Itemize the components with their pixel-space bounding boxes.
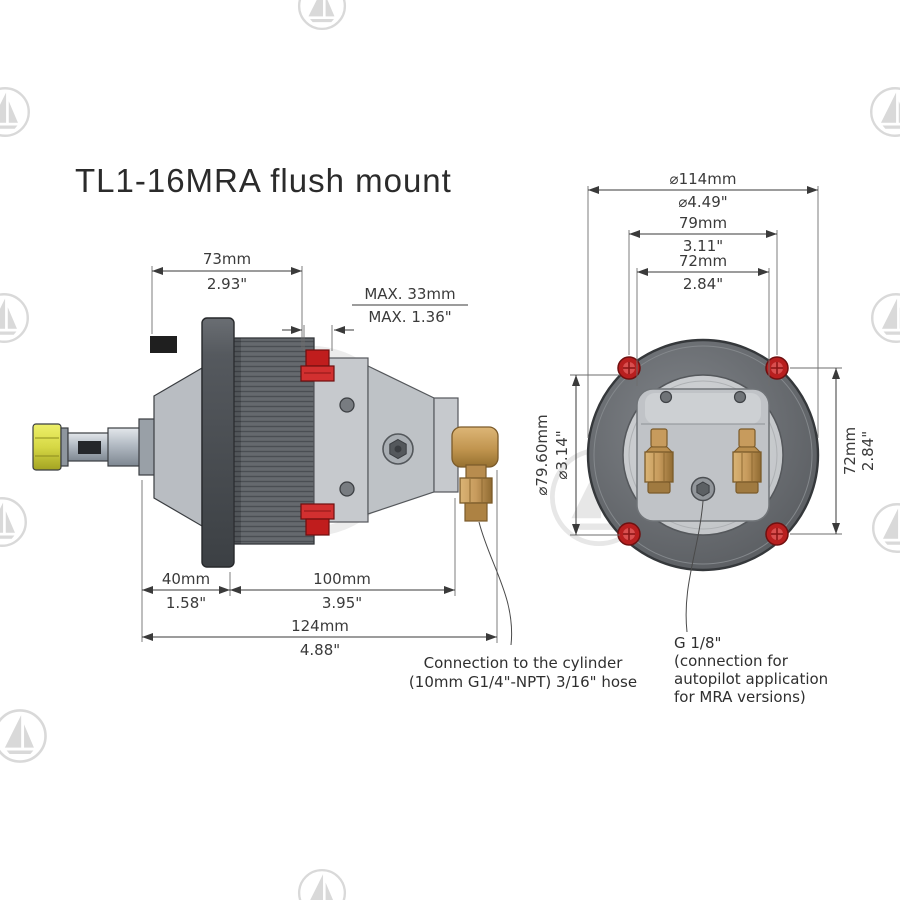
watermark-logo <box>0 87 30 137</box>
cylinder-connection-note: Connection to the cylinder (10mm G1/4"-N… <box>409 521 637 691</box>
dim-73mm: 73mm 2.93" <box>151 250 303 348</box>
shaft-collar <box>138 418 156 476</box>
watermark-logo <box>871 293 900 343</box>
dim-7960mm-metric: ⌀79.60mm <box>533 414 551 495</box>
watermark-logo <box>297 868 347 900</box>
cylinder-note-line2: (10mm G1/4"-NPT) 3/16" hose <box>409 673 637 691</box>
rear-screw-left <box>659 390 673 404</box>
watermark-logo <box>0 293 29 343</box>
dim-100mm-metric: 100mm <box>313 570 371 588</box>
cylinder-note-leader <box>478 521 513 646</box>
watermark-logo <box>872 503 900 553</box>
helm-side-drawing <box>32 317 499 568</box>
pump-body-shade <box>234 338 241 544</box>
dim-124mm: 124mm 4.88" <box>142 470 498 659</box>
brass-port-left <box>644 428 674 494</box>
dim-72mm-top-metric: 72mm <box>679 252 727 270</box>
dim-72mm-right: 72mm 2.84" <box>790 367 877 535</box>
red-screw-top-right <box>765 356 789 380</box>
cylinder-note-line1: Connection to the cylinder <box>424 654 624 672</box>
rear-body-top-band <box>645 393 761 424</box>
dim-100mm: 100mm 3.95" <box>230 498 456 612</box>
dim-72mm-top: 72mm 2.84" <box>636 252 770 386</box>
autopilot-note: G 1/8" (connection for autopilot applica… <box>674 500 828 706</box>
front-view: ⌀114mm ⌀4.49" 79mm 3.11" 72mm 2.84" ⌀79.… <box>533 170 877 706</box>
housing-screw-bottom <box>339 481 355 497</box>
dim-124mm-metric: 124mm <box>291 617 349 635</box>
shaft-keyway <box>78 441 101 454</box>
center-hex-port <box>690 476 716 502</box>
dim-100mm-imperial: 3.95" <box>322 594 362 612</box>
red-fitting-bottom <box>300 503 335 536</box>
watermark-logo <box>870 87 900 137</box>
dim-40mm: 40mm 1.58" <box>141 480 231 642</box>
bezel-cone <box>153 366 203 528</box>
brass-port-right <box>732 428 762 494</box>
dim-40mm-imperial: 1.58" <box>166 594 206 612</box>
red-fitting-top <box>300 349 335 382</box>
helm-front-drawing <box>586 338 820 572</box>
autopilot-note-line1: G 1/8" <box>674 634 721 652</box>
red-screw-bottom-left <box>617 522 641 546</box>
dim-114mm: ⌀114mm ⌀4.49" <box>587 170 819 438</box>
dim-73mm-imperial: 2.93" <box>207 275 247 293</box>
rear-housing <box>313 357 369 523</box>
dim-114mm-metric: ⌀114mm <box>670 170 737 188</box>
autopilot-note-line4: for MRA versions) <box>674 688 806 706</box>
page-title: TL1-16MRA flush mount <box>75 162 452 199</box>
watermark-logo <box>0 709 47 763</box>
dim-79mm: 79mm 3.11" <box>628 214 778 355</box>
bleed-screw <box>150 336 177 353</box>
housing-screw-top <box>339 397 355 413</box>
dim-79mm-metric: 79mm <box>679 214 727 232</box>
dim-max33-metric: MAX. 33mm <box>364 285 455 303</box>
housing-neck <box>433 397 459 493</box>
autopilot-note-line3: autopilot application <box>674 670 828 688</box>
red-screw-top-left <box>617 356 641 380</box>
dim-72mm-right-imperial: 2.84" <box>859 431 877 471</box>
watermark-logo <box>0 497 27 547</box>
shaft-yellow-nut <box>32 423 62 471</box>
dim-7960mm-imperial: ⌀3.14" <box>553 430 571 479</box>
dim-72mm-top-imperial: 2.84" <box>683 275 723 293</box>
dim-72mm-right-metric: 72mm <box>841 427 859 475</box>
dim-79mm-imperial: 3.11" <box>683 237 723 255</box>
autopilot-note-leader <box>685 500 704 633</box>
dim-73mm-metric: 73mm <box>203 250 251 268</box>
dim-114mm-imperial: ⌀4.49" <box>678 193 727 211</box>
watermark-logo <box>297 0 347 31</box>
red-screw-bottom-right <box>765 522 789 546</box>
autopilot-note-line2: (connection for <box>674 652 789 670</box>
dim-max-33mm: MAX. 33mm MAX. 1.36" <box>282 285 468 351</box>
flange-rim-highlight <box>593 345 813 565</box>
rear-screw-right <box>733 390 747 404</box>
shaft-washer <box>60 427 69 467</box>
dim-124mm-imperial: 4.88" <box>300 641 340 659</box>
inner-bore-rim <box>628 380 778 530</box>
side-view: 73mm 2.93" MAX. 33mm MAX. 1.36" 40mm 1.5… <box>32 250 637 691</box>
hex-plug <box>382 433 414 465</box>
dim-79-60mm: ⌀79.60mm ⌀3.14" <box>533 374 620 536</box>
mounting-flange <box>201 317 235 568</box>
brass-elbow-fitting <box>451 426 499 522</box>
dim-40mm-metric: 40mm <box>162 570 210 588</box>
dim-max33-imperial: MAX. 1.36" <box>368 308 451 326</box>
